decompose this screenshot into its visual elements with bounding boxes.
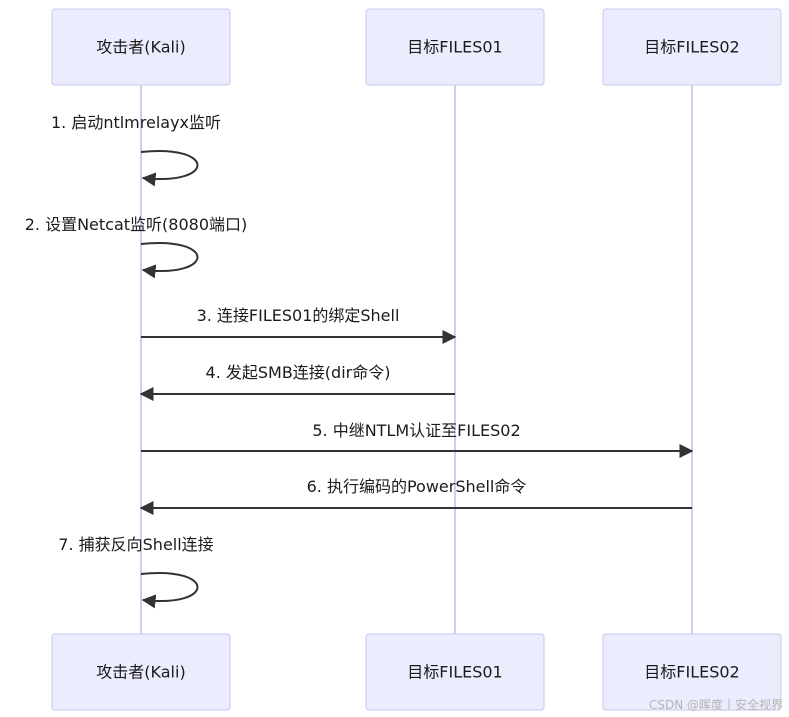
message-loop-7 [140,572,199,609]
message-label-3: 3. 连接FILES01的绑定Shell [197,306,400,325]
actor-box-top-kali [51,8,231,86]
actor-box-top-f2 [602,8,782,86]
actor-box-top-f1 [365,8,545,86]
actor-label-top-f1: 目标FILES01 [407,38,502,57]
watermark: CSDN @晖度丨安全视界 [648,698,783,712]
message-label-4: 4. 发起SMB连接(dir命令) [206,363,391,382]
actor-label-bottom-kali: 攻击者(Kali) [96,663,185,682]
message-label-5: 5. 中继NTLM认证至FILES02 [312,421,520,440]
actor-label-top-f2: 目标FILES02 [644,38,739,57]
message-label-1: 1. 启动ntlmrelayx监听 [51,113,221,132]
actor-box-bottom-f2 [602,633,782,711]
actor-label-bottom-f2: 目标FILES02 [644,663,739,682]
message-label-2: 2. 设置Netcat监听(8080端口) [25,215,248,234]
message-loop-2 [140,242,199,279]
actor-box-bottom-f1 [365,633,545,711]
message-label-6: 6. 执行编码的PowerShell命令 [307,477,527,496]
actor-label-top-kali: 攻击者(Kali) [96,38,185,57]
actor-box-bottom-kali [51,633,231,711]
message-label-7: 7. 捕获反向Shell连接 [58,535,213,554]
message-loop-1 [140,150,199,187]
actor-label-bottom-f1: 目标FILES01 [407,663,502,682]
